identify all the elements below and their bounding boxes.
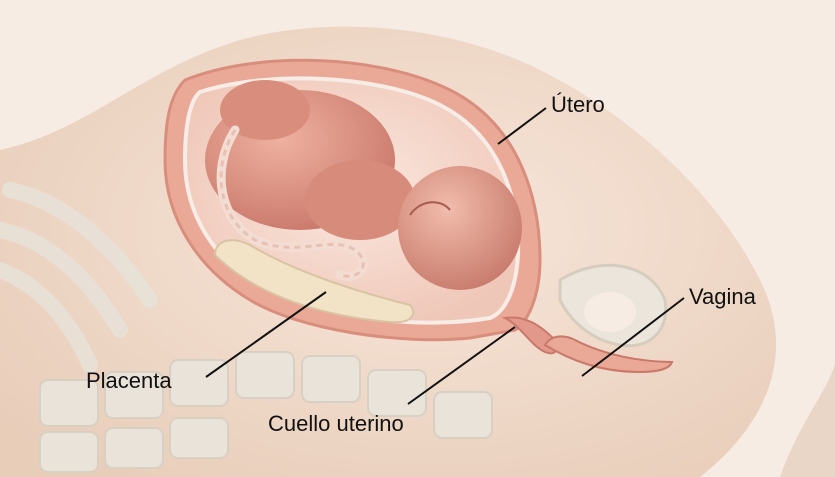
label-cuello-uterino: Cuello uterino (268, 411, 404, 437)
label-vagina: Vagina (689, 284, 756, 310)
label-utero: Útero (551, 92, 605, 118)
label-placenta: Placenta (86, 368, 172, 394)
fetus-head (398, 166, 522, 290)
pelvic-opening (584, 292, 636, 332)
